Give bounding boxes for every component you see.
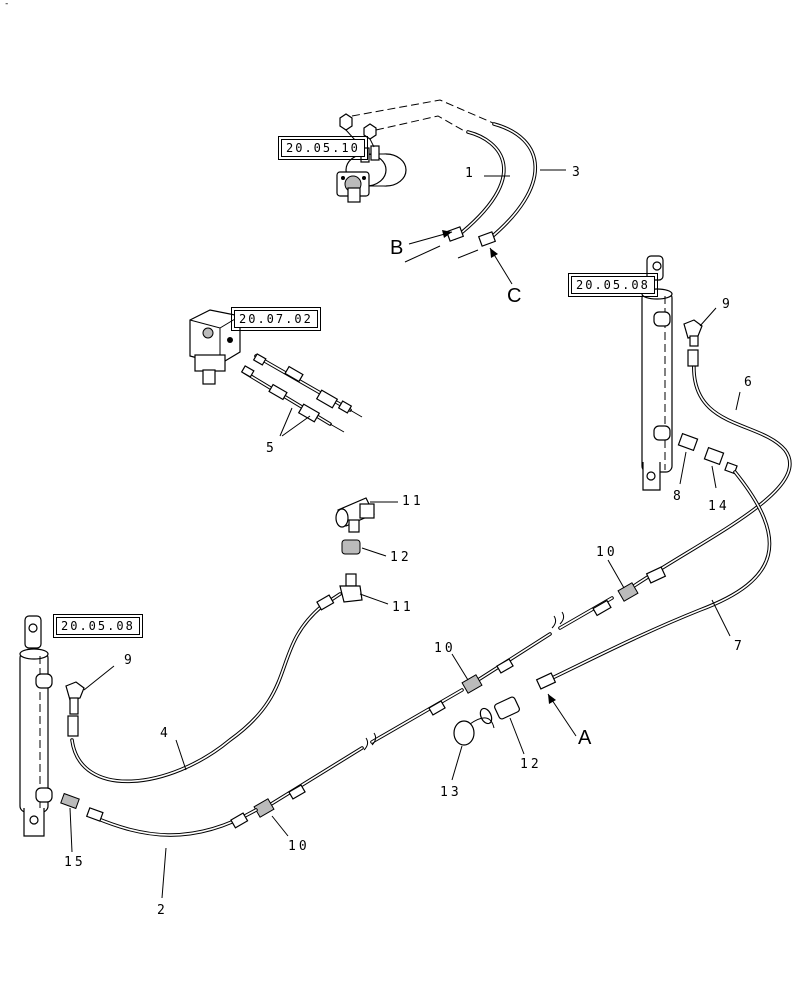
hose-1[interactable] (404, 130, 506, 263)
routing-line (351, 99, 501, 127)
rigid-line[interactable] (266, 596, 614, 808)
ref-box-left-cylinder[interactable]: 20.05.08 (53, 614, 143, 638)
hoses-5[interactable] (240, 353, 363, 433)
right-elbow-9[interactable] (683, 319, 703, 347)
callout-15: 15 (64, 855, 86, 870)
callout-10-mid: 10 (434, 641, 456, 656)
callout-3: 3 (572, 165, 583, 180)
callout-14: 14 (708, 499, 730, 514)
leader-lines (69, 169, 741, 899)
adapter-12[interactable] (341, 539, 361, 555)
right-fittings-8-14[interactable] (677, 432, 738, 475)
unions-10[interactable] (253, 582, 639, 818)
control-valve[interactable] (189, 309, 241, 385)
ref-box-right-cylinder[interactable]: 20.05.08 (568, 273, 658, 297)
callout-9-left: 9 (124, 653, 135, 668)
corner-mark: - (4, 0, 9, 9)
hose-2[interactable] (85, 807, 258, 837)
quick-coupler-12[interactable] (478, 696, 520, 725)
left-elbow-9[interactable] (65, 681, 85, 715)
elbow-11[interactable] (339, 573, 363, 603)
left-cylinder[interactable] (19, 615, 53, 837)
callout-6: 6 (744, 375, 755, 390)
callout-1: 1 (465, 166, 476, 181)
hose-4[interactable] (67, 592, 342, 784)
hose-6[interactable] (623, 349, 792, 594)
callout-10-bottom: 10 (288, 839, 310, 854)
left-fitting-15[interactable] (60, 792, 80, 810)
callout-11-top: 11 (402, 494, 424, 509)
leader-5 (279, 407, 311, 437)
letter-c: C (507, 285, 521, 307)
letter-b: B (390, 237, 403, 259)
callout-13: 13 (440, 785, 462, 800)
callout-9-right: 9 (722, 297, 733, 312)
routing-line (375, 115, 467, 133)
callout-5: 5 (266, 441, 277, 456)
callout-10-top: 10 (596, 545, 618, 560)
callout-7: 7 (734, 639, 745, 654)
callout-2: 2 (157, 903, 168, 918)
hose-3[interactable] (457, 122, 538, 259)
hydraulic-motor[interactable] (336, 145, 407, 203)
letter-arrows (408, 230, 577, 737)
letter-a: A (578, 727, 592, 749)
ref-box-motor[interactable]: 20.05.10 (278, 136, 368, 160)
callout-12-bottom: 12 (520, 757, 542, 772)
hose-7[interactable] (535, 470, 772, 690)
callout-11-bottom: 11 (392, 600, 414, 615)
callout-8: 8 (673, 489, 684, 504)
dust-cap-13[interactable] (453, 717, 495, 746)
tee-fitting-11[interactable] (335, 497, 375, 533)
motor-elbow-fittings[interactable] (339, 113, 377, 151)
callout-12-top: 12 (390, 550, 412, 565)
callout-4: 4 (160, 726, 171, 741)
ref-box-valve[interactable]: 20.07.02 (231, 307, 321, 331)
